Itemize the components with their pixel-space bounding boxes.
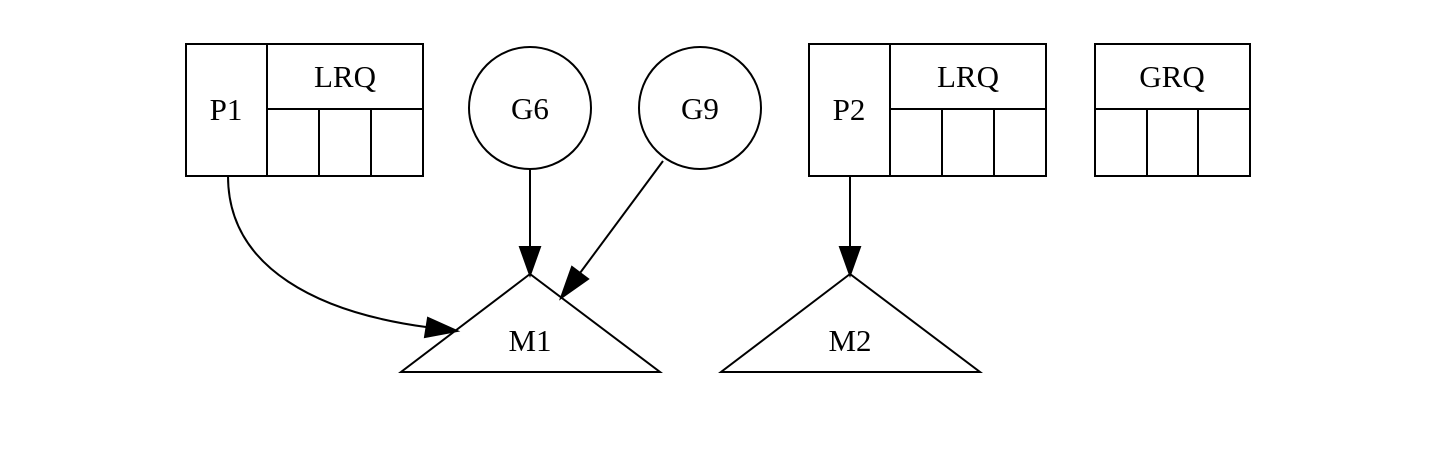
m1-node: M1 — [398, 272, 663, 373]
grq-label: GRQ — [1139, 59, 1204, 94]
p1-lrq-label: LRQ — [314, 59, 376, 94]
edge-line — [227, 175, 427, 328]
edge-p1-m1 — [227, 175, 461, 339]
m2-label: M2 — [828, 323, 871, 358]
edge-line — [579, 160, 664, 274]
m1-triangle — [398, 272, 663, 373]
m2-triangle — [718, 272, 983, 373]
p1-node: P1 LRQ — [185, 43, 424, 177]
edge-p2-m2 — [838, 176, 862, 278]
g6-label: G6 — [511, 91, 549, 126]
g6-node: G6 — [468, 46, 592, 170]
g9-circle — [638, 46, 762, 170]
p2-lrq-label: LRQ — [937, 59, 999, 94]
p2-label: P2 — [833, 92, 866, 127]
arrowhead — [559, 265, 590, 301]
edge-g6-m1 — [518, 169, 542, 278]
p1-label: P1 — [210, 92, 243, 127]
p2-node: P2 LRQ — [808, 43, 1047, 177]
grq-node: GRQ — [1094, 43, 1251, 177]
arrowhead — [518, 246, 542, 278]
edge-g9-m1 — [559, 160, 664, 301]
g9-label: G9 — [681, 91, 719, 126]
m1-label: M1 — [508, 323, 551, 358]
arrowhead — [838, 246, 862, 278]
m2-node: M2 — [718, 272, 983, 373]
arrowhead — [423, 316, 461, 339]
g9-node: G9 — [638, 46, 762, 170]
